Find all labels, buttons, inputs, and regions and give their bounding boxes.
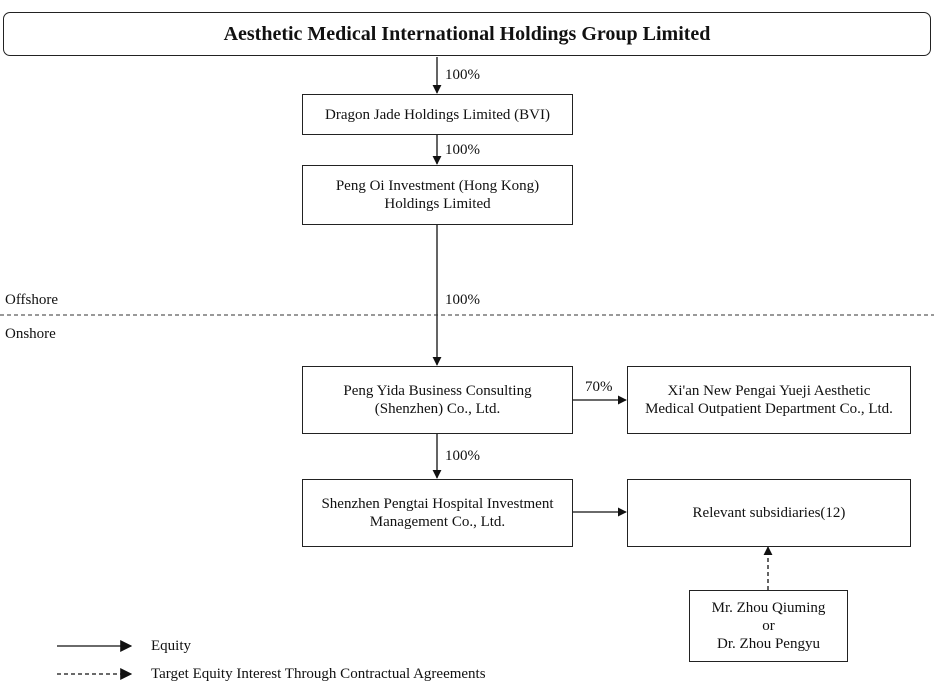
pct-dragon-jade-to-peng-oi: 100% [445, 142, 480, 158]
parent-company-title: Aesthetic Medical International Holdings… [3, 12, 931, 56]
pct-title-to-dragon-jade: 100% [445, 67, 480, 83]
box-xian-outpatient: Xi'an New Pengai Yueji Aesthetic Medical… [627, 366, 911, 434]
box-dragon-jade: Dragon Jade Holdings Limited (BVI) [302, 94, 573, 135]
box-zhou: Mr. Zhou Qiuming or Dr. Zhou Pengyu [689, 590, 848, 662]
pct-peng-yida-to-xian: 70% [585, 379, 613, 395]
box-shenzhen-pengtai: Shenzhen Pengtai Hospital Investment Man… [302, 479, 573, 547]
box-relevant-subsidiaries: Relevant subsidiaries(12) [627, 479, 911, 547]
pct-peng-yida-to-pengtai: 100% [445, 448, 480, 464]
box-peng-oi: Peng Oi Investment (Hong Kong) Holdings … [302, 165, 573, 225]
legend-equity-label: Equity [151, 638, 191, 654]
legend-contractual-label: Target Equity Interest Through Contractu… [151, 666, 486, 682]
offshore-label: Offshore [5, 292, 59, 308]
pct-peng-oi-to-peng-yida: 100% [445, 292, 480, 308]
box-peng-yida: Peng Yida Business Consulting (Shenzhen)… [302, 366, 573, 434]
onshore-label: Onshore [5, 326, 56, 342]
